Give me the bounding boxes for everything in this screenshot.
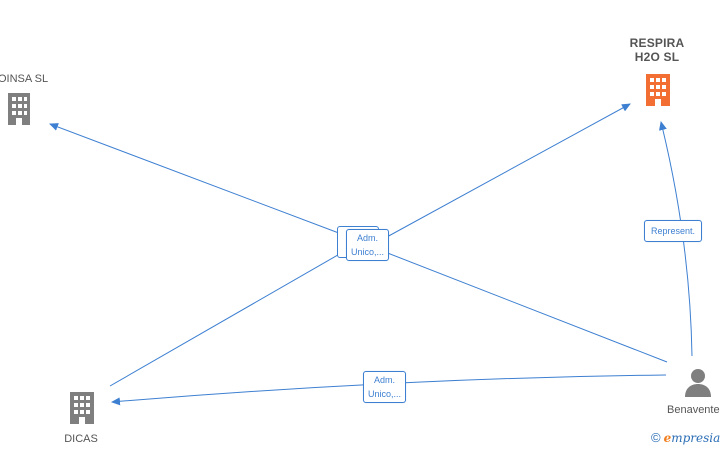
node-label-respira-line1: RESPIRA [629, 36, 685, 50]
node-label-dicas: DICAS [64, 433, 98, 445]
edge-label-line2: Unico,... [368, 389, 402, 399]
edge-label-line2: Unico,... [351, 247, 385, 257]
edge-hub-to-respira [384, 103, 631, 239]
edge-hub-to-benavente [384, 251, 668, 363]
node-label-respira: RESPIRA H2O SL [626, 36, 688, 64]
person-icon[interactable] [683, 366, 713, 398]
edge-label-represent[interactable]: Represent. [644, 220, 703, 242]
building-icon[interactable] [4, 91, 34, 127]
node-label-respira-line2: H2O SL [634, 50, 680, 64]
copyright-symbol: © [651, 430, 661, 445]
edge-label-line1: Adm. [357, 233, 379, 243]
edge-hub-to-oinsa [49, 123, 353, 239]
node-label-benavente: Benavente [667, 404, 720, 416]
building-icon[interactable] [66, 390, 98, 426]
edge-label-adm-unico-bottom[interactable]: Adm. Unico,... [363, 371, 407, 403]
edge-label-line1: Adm. [374, 375, 396, 385]
building-icon-highlight[interactable] [642, 72, 674, 108]
edge-hub-to-dicas [109, 247, 351, 387]
brand-name: mpresia [671, 431, 721, 445]
edge-label-adm-unico-center[interactable]: Adm. Unico,... [346, 229, 390, 261]
brand-e: e [663, 431, 672, 445]
empresia-logo[interactable]: ©empresia [651, 430, 720, 445]
node-label-oinsa: OINSA SL [0, 73, 49, 85]
